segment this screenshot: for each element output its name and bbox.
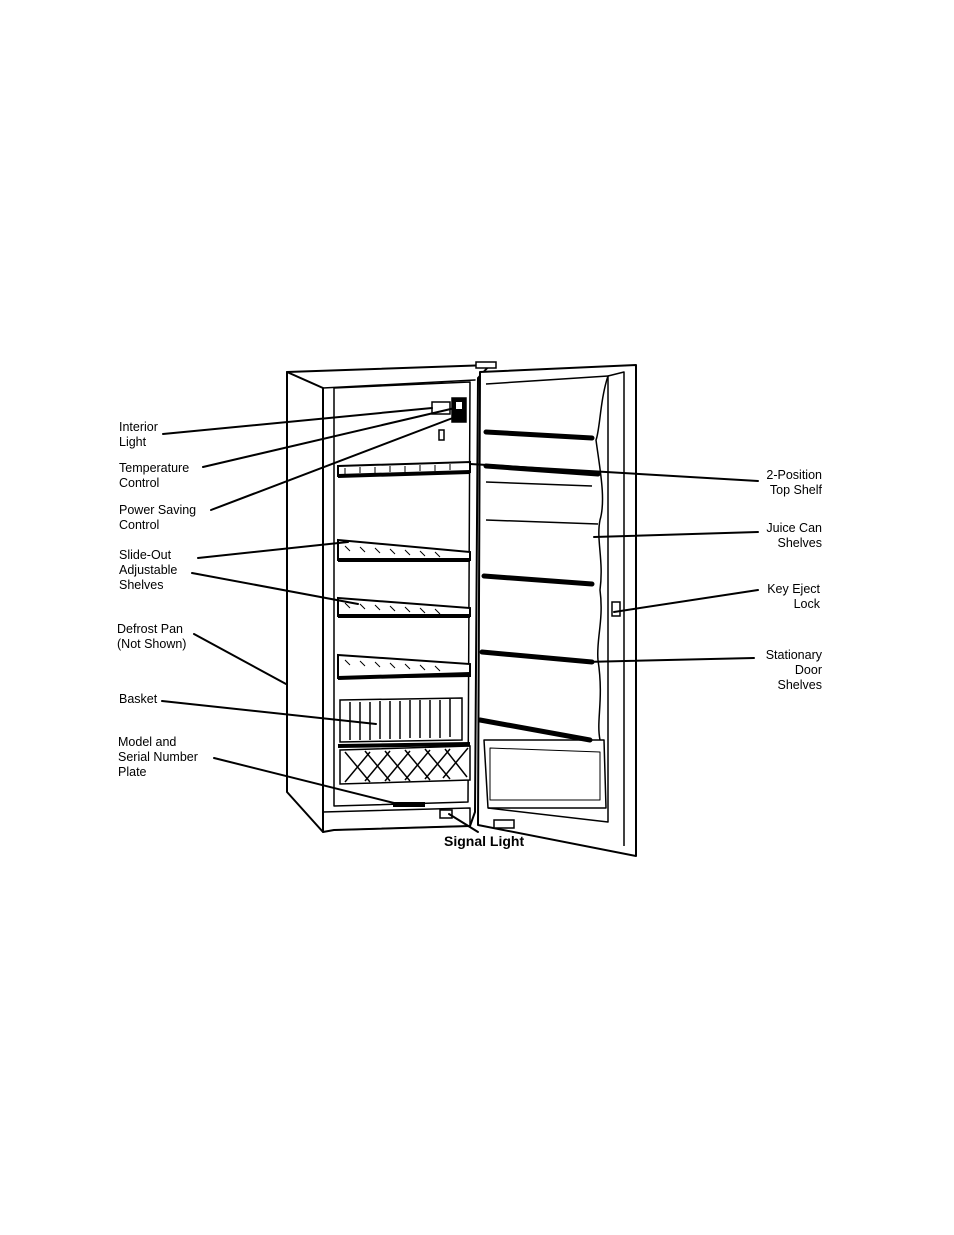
label-key-eject-lock: Key Eject Lock [740, 582, 820, 612]
crisper-bin [340, 746, 470, 784]
power-saving-switch [439, 430, 444, 440]
label-temperature-control: Temperature Control [119, 461, 189, 491]
label-juice-can-shelves: Juice Can Shelves [740, 521, 822, 551]
key-eject-lock [612, 602, 620, 616]
label-two-position-top-shelf: 2-Position Top Shelf [740, 468, 822, 498]
label-model-serial-plate: Model and Serial Number Plate [118, 735, 198, 780]
label-power-saving-control: Power Saving Control [119, 503, 196, 533]
label-stationary-door-shelves: Stationary Door Shelves [740, 648, 822, 693]
label-defrost-pan: Defrost Pan (Not Shown) [117, 622, 186, 652]
label-slide-out-shelves: Slide-Out Adjustable Shelves [119, 548, 177, 593]
label-basket: Basket [119, 692, 157, 707]
label-signal-light: Signal Light [444, 834, 524, 849]
leader-defrost-pan [194, 634, 286, 684]
label-interior-light: Interior Light [119, 420, 158, 450]
